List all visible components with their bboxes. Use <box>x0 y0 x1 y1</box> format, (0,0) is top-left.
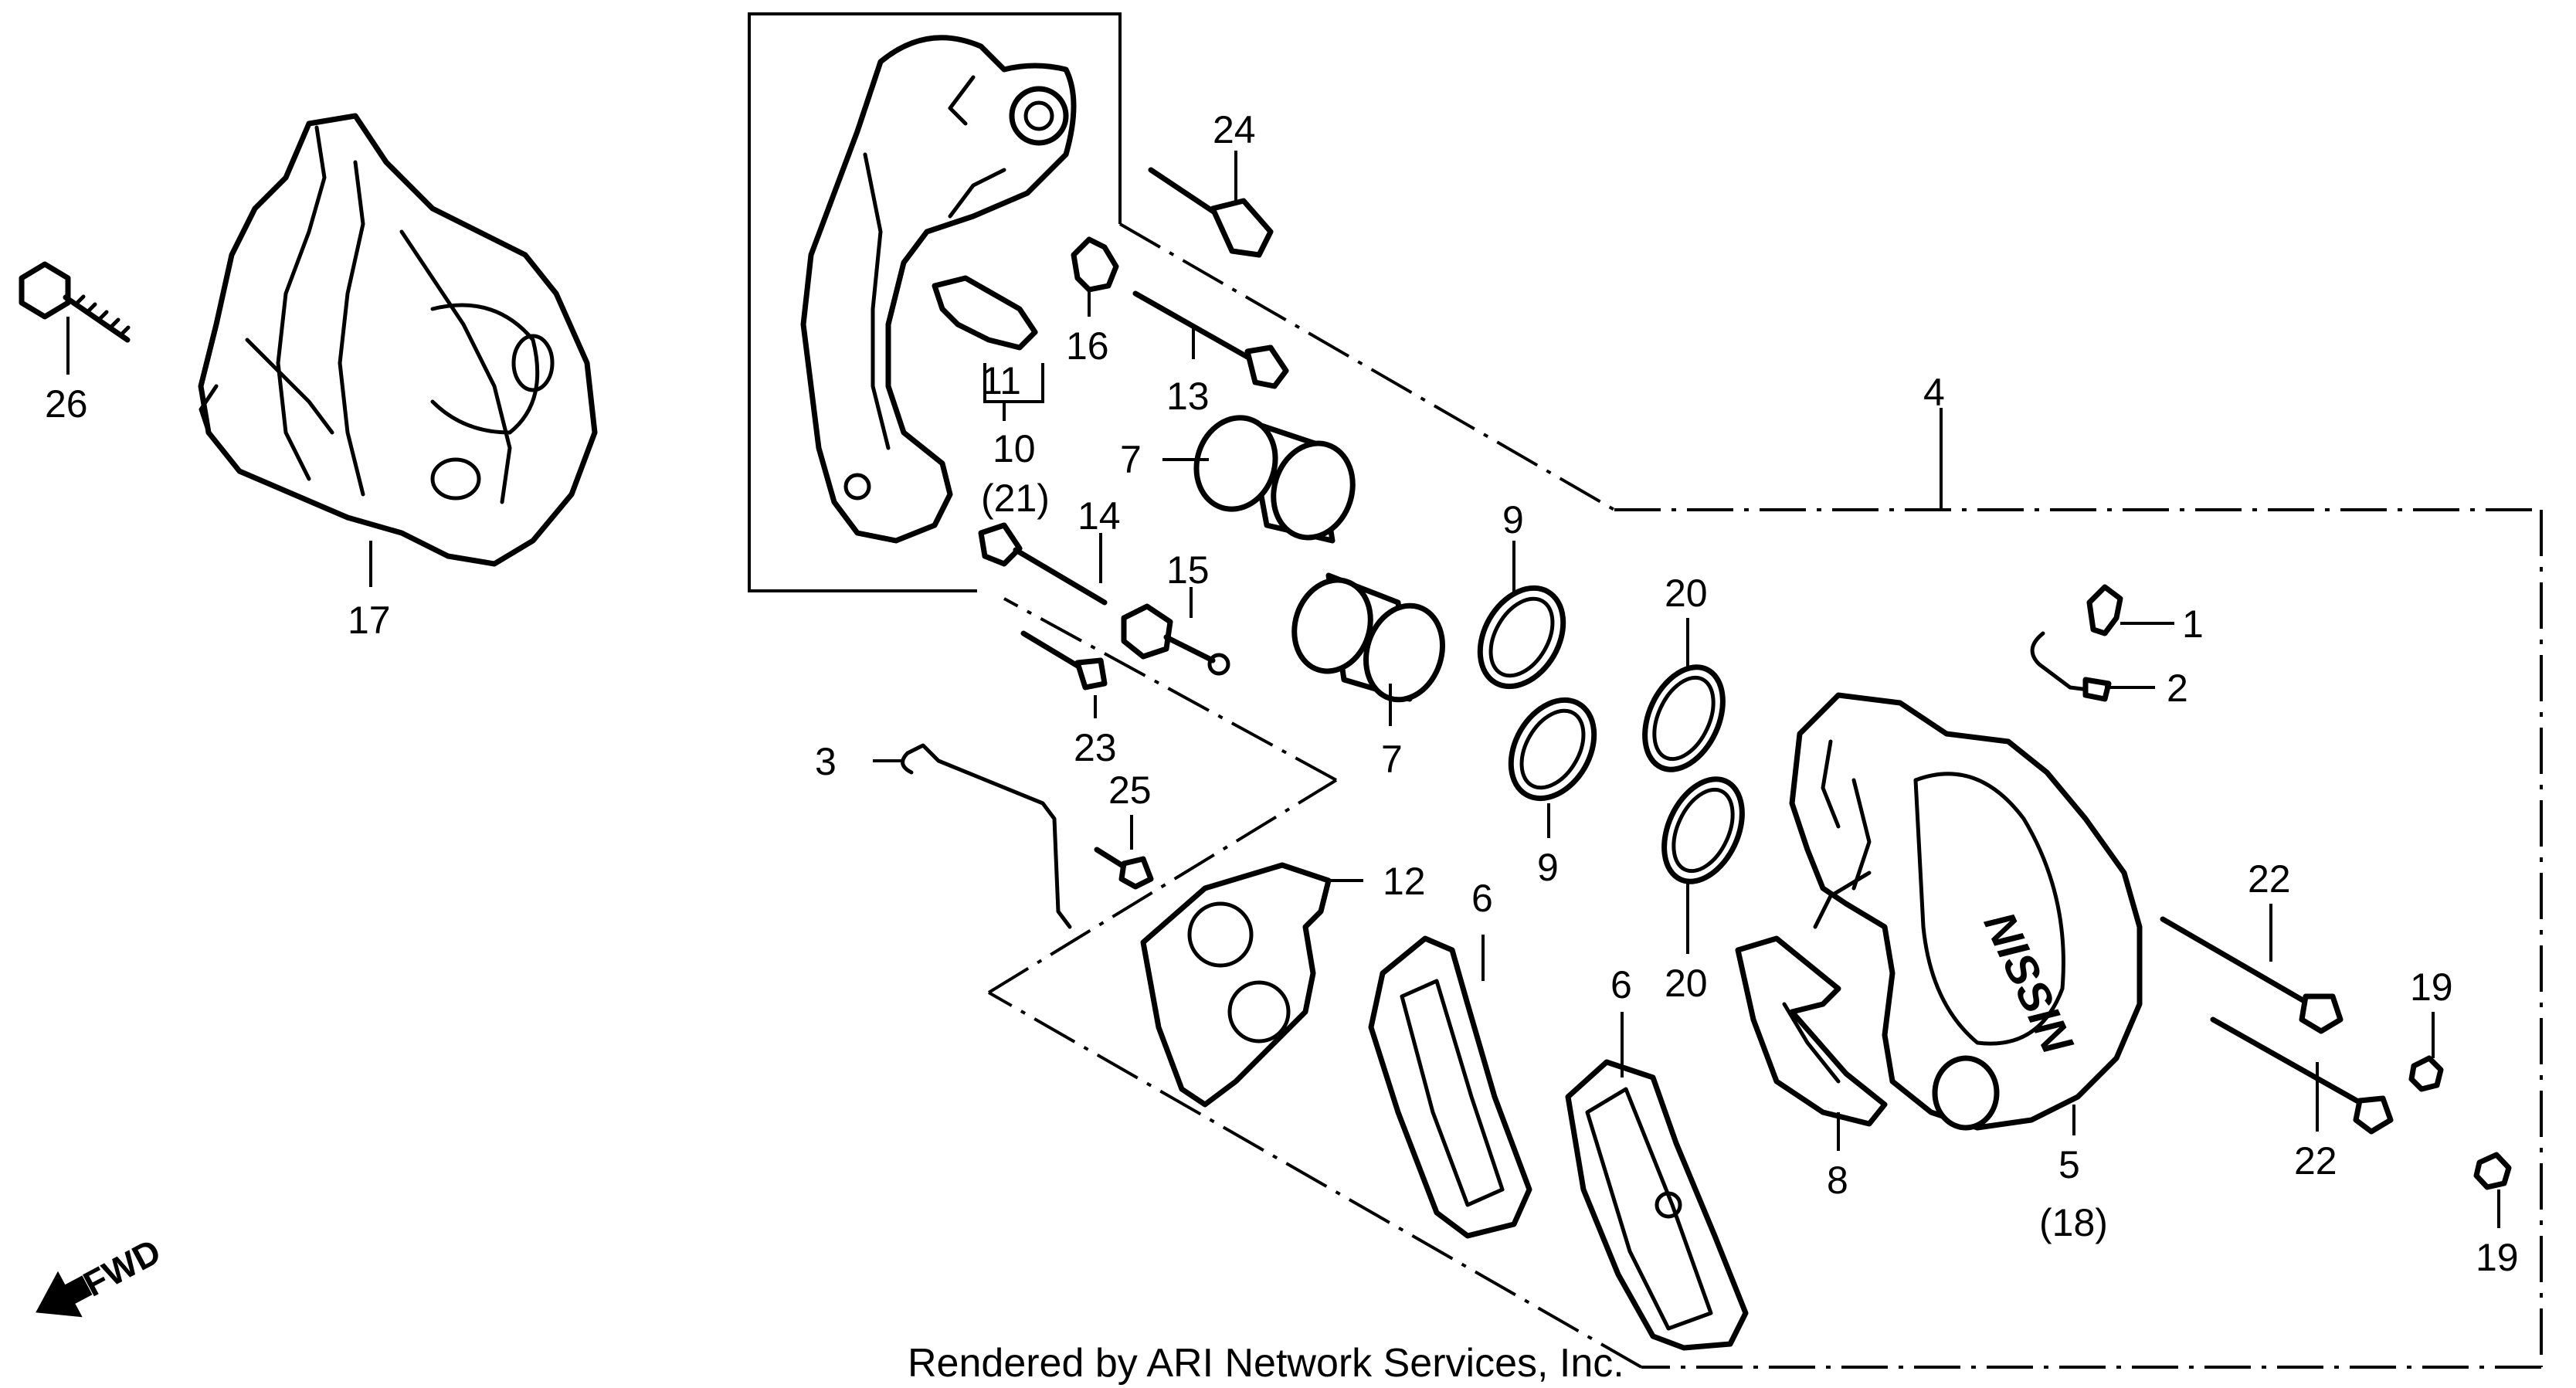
piston-7-lower <box>1291 572 1446 703</box>
callout-25: 25 <box>1108 769 1152 812</box>
callout-24: 24 <box>1213 108 1256 151</box>
pad-shim-12 <box>1140 862 1332 1108</box>
callout-6-left: 6 <box>1471 877 1493 920</box>
piston-7-upper <box>1193 415 1356 544</box>
callout-labels: 1 2 3 4 5 (18) 6 6 7 7 8 9 9 10 (21) 11 … <box>45 108 2519 1279</box>
brake-pad-6-right <box>1565 1059 1749 1351</box>
callout-4: 4 <box>1923 371 1945 414</box>
bolt-25 <box>1094 847 1154 890</box>
callout-19-lower: 19 <box>2476 1236 2519 1279</box>
callout-3: 3 <box>815 740 837 783</box>
caliper-bracket-10 <box>800 35 1077 544</box>
callout-23: 23 <box>1074 726 1117 769</box>
callout-22-lower: 22 <box>2294 1139 2337 1183</box>
caliper-pin-22-lower <box>2210 1016 2394 1135</box>
callout-7-lower: 7 <box>1381 738 1403 781</box>
dust-seal-20-upper <box>1642 664 1726 772</box>
pad-spring-8 <box>1735 935 1888 1127</box>
forward-arrow: FWD <box>36 1230 167 1318</box>
caliper-assembly-frame <box>987 222 2543 1369</box>
bleeder-cap-2 <box>2030 631 2112 702</box>
bolt-24 <box>1148 167 1274 258</box>
nut-15 <box>1121 603 1230 676</box>
caliper-body-5: NISSIN <box>1789 692 2143 1131</box>
leader-lines <box>66 151 2500 1228</box>
fwd-label: FWD <box>76 1230 167 1304</box>
bolt-26 <box>19 261 131 343</box>
callout-6-right: 6 <box>1610 963 1632 1006</box>
spring-3 <box>901 743 1072 929</box>
callout-14: 14 <box>1078 494 1121 538</box>
callout-2: 2 <box>2167 667 2188 710</box>
callout-16: 16 <box>1066 324 1109 368</box>
forward-arrow-icon <box>36 1271 93 1318</box>
callout-7-upper: 7 <box>1120 438 1142 481</box>
callout-10: 10 <box>993 427 1036 470</box>
callout-5-alt: (18) <box>2039 1201 2108 1244</box>
callout-17: 17 <box>348 599 391 642</box>
callout-8: 8 <box>1827 1159 1848 1202</box>
caliper-assembly-17 <box>198 113 598 567</box>
callout-9-upper: 9 <box>1502 498 1524 541</box>
callout-22-upper: 22 <box>2248 857 2291 901</box>
cap-19-upper <box>2408 1055 2444 1092</box>
callout-1: 1 <box>2182 602 2204 646</box>
callout-5: 5 <box>2058 1143 2080 1186</box>
callout-20-upper: 20 <box>1665 572 1708 615</box>
callout-20-lower: 20 <box>1665 962 1708 1005</box>
piston-seal-9-lower <box>1508 697 1597 802</box>
brake-pad-6-left <box>1368 935 1532 1239</box>
bracket-group-frame <box>748 12 1122 592</box>
bolt-23 <box>1020 630 1108 691</box>
callout-11: 11 <box>981 359 1021 402</box>
caliper-pin-22-upper <box>2160 916 2344 1034</box>
credit-text: Rendered by ARI Network Services, Inc. <box>908 1341 1624 1386</box>
dust-seal-20-lower <box>1661 776 1745 884</box>
pad-retainer-11 <box>932 275 1038 351</box>
callout-12: 12 <box>1383 860 1426 903</box>
callout-10-alt: (21) <box>981 477 1050 520</box>
callout-13: 13 <box>1166 375 1210 418</box>
bolt-14 <box>978 522 1108 606</box>
callout-9-lower: 9 <box>1537 846 1559 889</box>
callout-19-upper: 19 <box>2410 965 2453 1009</box>
piston-seal-9-upper <box>1477 585 1566 690</box>
callout-15: 15 <box>1166 548 1210 592</box>
cap-19-lower <box>2473 1152 2512 1190</box>
bleeder-valve-1 <box>2086 584 2123 636</box>
callout-26: 26 <box>45 382 88 426</box>
boot-16 <box>1071 236 1119 293</box>
